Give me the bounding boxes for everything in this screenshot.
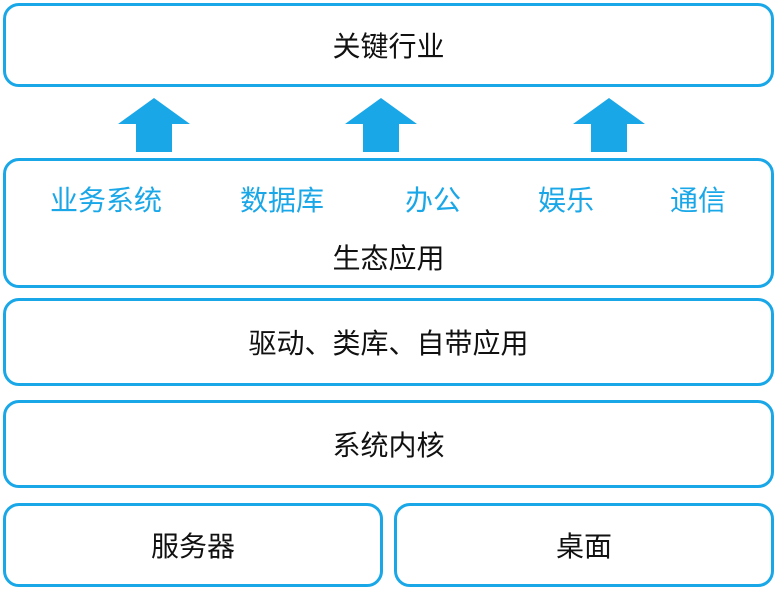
ecosystem-item-communication: 通信 [669, 184, 727, 217]
server-box: 服务器 [3, 503, 383, 587]
system-kernel-box: 系统内核 [3, 400, 774, 488]
ecosystem-item-office: 办公 [404, 184, 462, 217]
ecosystem-item-business-system: 业务系统 [49, 184, 163, 217]
ecosystem-title: 生态应用 [332, 242, 445, 275]
up-arrow-icon-center [345, 98, 417, 152]
desktop-label: 桌面 [555, 530, 612, 563]
ecosystem-apps-box: 业务系统 数据库 办公 娱乐 通信 生态应用 [3, 158, 774, 288]
server-label: 服务器 [150, 530, 235, 563]
drivers-libraries-label: 驱动、类库、自带应用 [248, 327, 529, 360]
system-kernel-label: 系统内核 [332, 429, 445, 462]
desktop-box: 桌面 [394, 503, 774, 587]
key-industries-label: 关键行业 [332, 30, 445, 63]
drivers-libraries-box: 驱动、类库、自带应用 [3, 298, 774, 386]
key-industries-box: 关键行业 [3, 3, 774, 87]
up-arrow-icon-right [573, 98, 645, 152]
ecosystem-item-entertainment: 娱乐 [537, 184, 595, 217]
ecosystem-item-database: 数据库 [239, 184, 325, 217]
ecosystem-items: 业务系统 数据库 办公 娱乐 通信 [6, 179, 771, 219]
up-arrow-icon-left [118, 98, 190, 152]
